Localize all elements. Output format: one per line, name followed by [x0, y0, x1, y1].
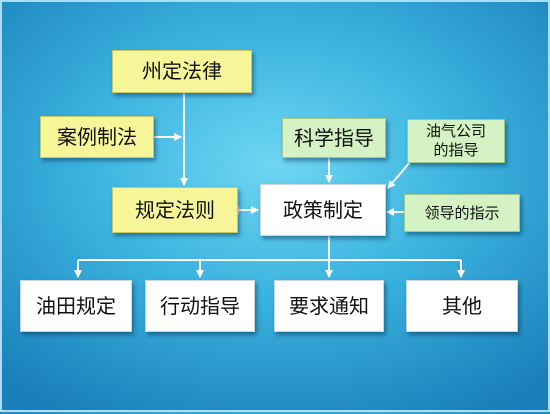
- node-zhou-law: 州定法律: [112, 50, 252, 93]
- node-notice: 要求通知: [274, 280, 384, 332]
- node-oil-company: 油气公司 的指导: [407, 119, 505, 163]
- node-other: 其他: [406, 280, 518, 332]
- node-rules: 规定法则: [112, 187, 238, 233]
- node-policy: 政策制定: [260, 184, 386, 236]
- node-action: 行动指导: [145, 280, 255, 332]
- node-case-law: 案例制法: [40, 116, 154, 158]
- node-oilfield: 油田规定: [20, 280, 132, 332]
- edge-oil-to-policy: [387, 161, 411, 189]
- node-science: 科学指导: [282, 118, 386, 158]
- node-leader: 领导的指示: [404, 194, 520, 232]
